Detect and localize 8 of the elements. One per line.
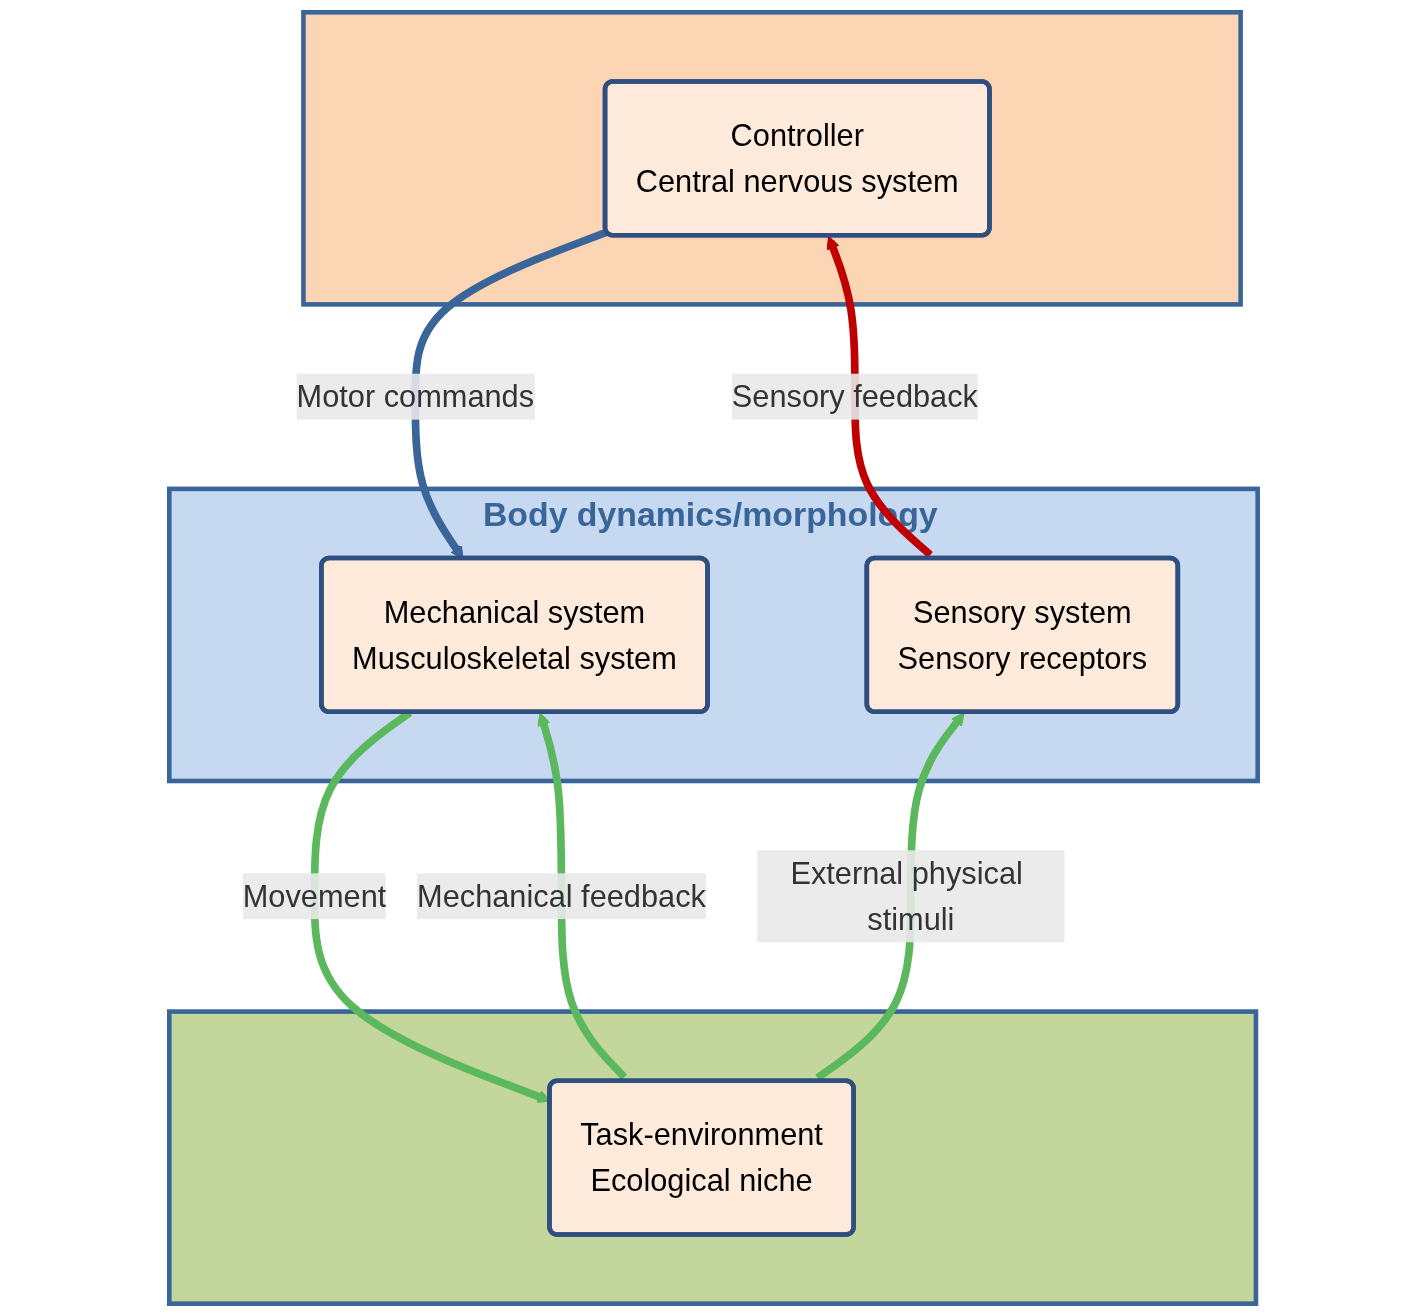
- edge-label: Movement: [242, 879, 387, 914]
- edge-label: Motor commands: [296, 379, 535, 414]
- edge-label: External physical stimuli: [790, 856, 1023, 937]
- arrow: [537, 712, 628, 1080]
- cluster: [167, 1009, 1259, 1306]
- edge-label: Sensory feedback: [731, 379, 978, 414]
- edge-label: Mechanical feedback: [417, 879, 706, 914]
- cluster: [301, 10, 1243, 307]
